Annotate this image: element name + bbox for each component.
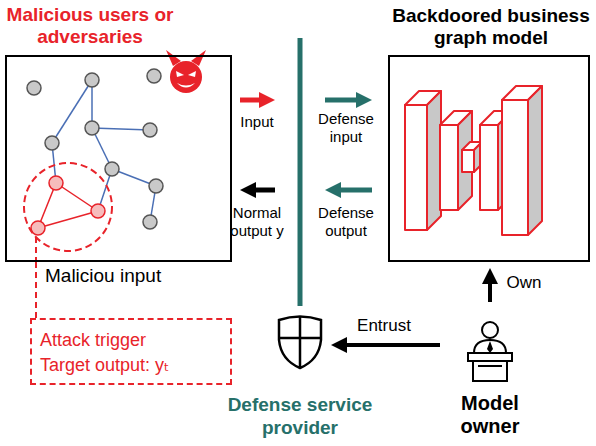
graph-node [85,121,99,135]
trigger-node [91,204,105,218]
node-sublabel: Target output: yₜ [32,351,230,376]
graph-edge [92,128,150,130]
node-label: Model owner [440,392,540,438]
trigger-edges [38,183,98,228]
node-label: Defense service provider [190,393,410,439]
model-box: Backdoored business graph model [388,55,590,262]
flow-arrow [335,188,372,193]
trigger-box: Attack triggerTarget output: yₜ [30,318,232,385]
graph-nodes [27,69,163,229]
graph-node [105,162,119,176]
graph-node [143,215,157,229]
graph-node [85,73,99,87]
flow-arrow [325,98,362,103]
layer-front [502,100,528,235]
graph-edges [52,80,156,222]
shield-outline [279,317,321,369]
graph-node [147,69,161,83]
shield-icon [279,316,321,368]
graph-node [45,136,59,150]
devil-eye [188,71,196,77]
graph-node [27,81,41,95]
trigger-node [49,176,63,190]
owner-podium [473,361,507,381]
devil-mouth [177,83,195,88]
edge-label: Entrust [344,316,424,336]
graph-node [149,179,163,193]
flow-arrow [240,98,265,103]
trigger-edge [38,211,98,228]
flow-arrow [488,278,492,302]
node-label: Maliciou input [45,264,161,288]
owner-podium-line [478,365,502,367]
flow-arrow [341,343,440,347]
node-label: Backdoored business graph model [370,5,596,49]
defense-barrier [298,38,303,306]
graph-node [143,123,157,137]
trigger-nodes [31,176,105,235]
edge-label: Own [502,273,546,293]
layer-front [480,125,498,210]
model-owner: Model owner [440,302,540,442]
shield-cross [279,316,321,367]
devil-face [170,61,202,93]
leader-line [35,237,37,262]
flow-arrow [35,262,37,318]
layer-front [405,105,427,230]
input-graph-box: Maliciou input [5,55,232,262]
owner-body [474,340,506,353]
devil-eye [176,71,184,77]
node-label: Attack trigger [32,320,230,351]
owner-icon [468,322,512,381]
edge-label: Normal output y [221,204,293,240]
edge-label: Input [227,113,287,131]
model-layers [405,86,542,235]
owner-desk [468,353,512,361]
defense-provider: Defense service provider [275,38,325,375]
layer-side [528,86,542,235]
trigger-node [31,221,45,235]
layer-front [462,150,474,172]
edge-label: Defense output [310,204,382,240]
owner-tie [487,341,493,353]
graph-edge [52,80,92,143]
flow-arrow [250,188,275,193]
owner-head [482,322,498,338]
layer-front [440,125,458,210]
node-label: Malicious users or adversaries [5,4,175,48]
trigger-highlight [24,163,112,251]
layer-side [427,91,441,230]
actor-heading: Malicious users or adversaries [5,4,175,52]
edge-label: Defense input [310,110,382,146]
